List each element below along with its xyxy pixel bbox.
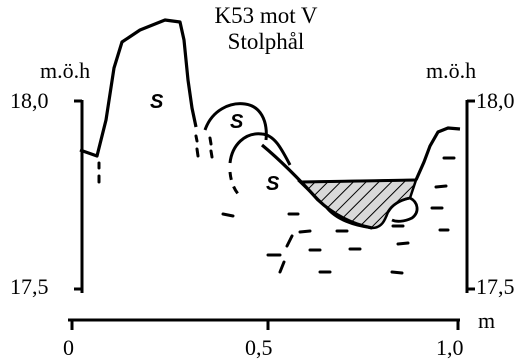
x-axis-unit: m	[478, 308, 496, 333]
x-axis	[68, 318, 460, 330]
stone-lump-lower-dash	[228, 171, 242, 198]
layer-dashes	[221, 156, 456, 275]
stone-lump-upper	[203, 102, 268, 141]
surface-profile-right	[260, 143, 373, 230]
left-tick-17-5: 17,5	[10, 274, 49, 299]
x-tick-0-5: 0,5	[245, 335, 273, 360]
stone-right-edge	[386, 196, 419, 223]
right-axis-unit: m.ö.h	[426, 58, 477, 83]
x-tick-1-0: 1,0	[436, 335, 464, 360]
left-axis	[74, 99, 84, 293]
stone-lump-lower	[228, 132, 292, 166]
stone-label-3: S	[266, 173, 280, 195]
stone-label-1: S	[150, 91, 164, 113]
x-tick-0: 0	[63, 335, 74, 360]
surface-profile-far-right	[414, 126, 461, 181]
drawing-title: K53 mot V	[214, 3, 318, 28]
cut-edges	[97, 134, 214, 184]
right-tick-17-5: 17,5	[476, 274, 515, 299]
posthole-top-line	[299, 178, 417, 184]
right-axis	[465, 99, 475, 293]
left-tick-18-0: 18,0	[10, 88, 49, 113]
stone-label-2: S	[230, 111, 244, 133]
left-axis-unit: m.ö.h	[40, 58, 91, 83]
drawing-subtitle: Stolphål	[227, 29, 305, 54]
right-tick-18-0: 18,0	[476, 88, 515, 113]
surface-profile-left	[79, 18, 198, 158]
